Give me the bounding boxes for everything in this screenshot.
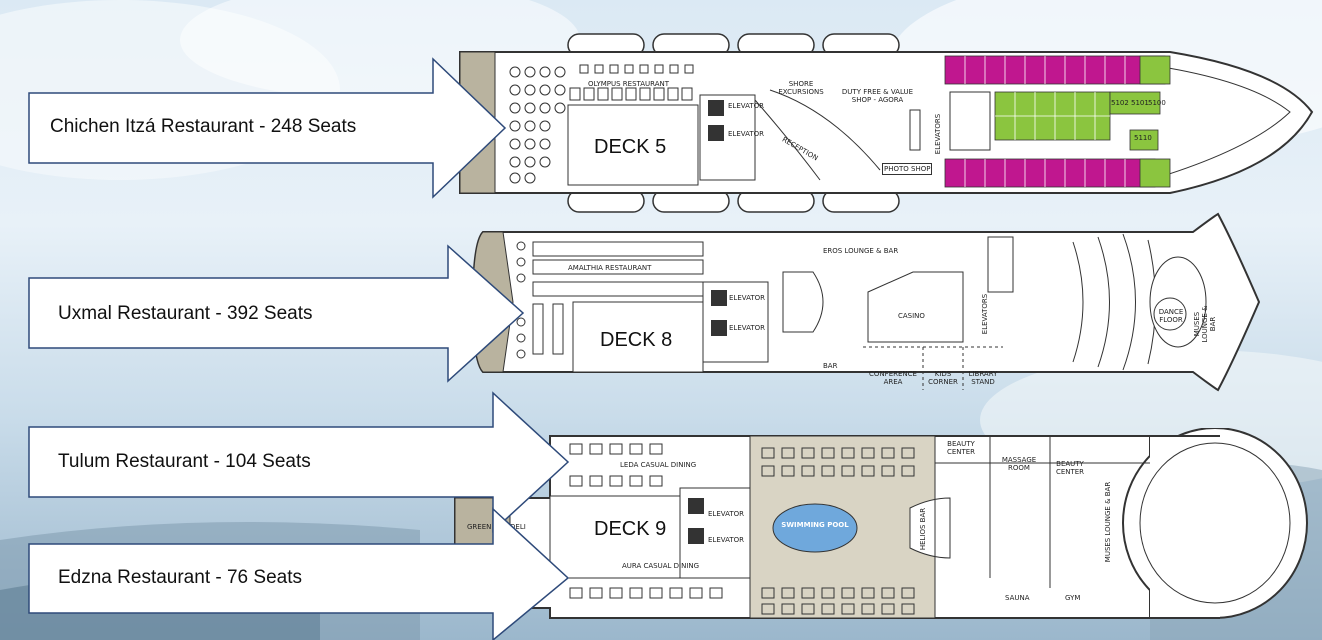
edzna-label: Edzna Restaurant - 76 Seats	[58, 567, 302, 588]
olympus-restaurant-label: OLYMPUS RESTAURANT	[588, 80, 670, 88]
deck-9-drawing	[454, 428, 1308, 619]
arrow-shape	[28, 57, 507, 199]
deck-5-plan: DECK 5 OLYMPUS RESTAURANT ELEVATOR ELEVA…	[450, 30, 1320, 215]
deck-8-plan: DECK 8 AMALTHIA RESTAURANT ELEVATOR ELEV…	[473, 212, 1263, 397]
elevators-label-8: ELEVATORS	[981, 293, 990, 335]
dance-floor-label: DANCE FLOOR	[1158, 308, 1184, 324]
elevators-label: ELEVATORS	[934, 113, 943, 155]
amalthia-restaurant-label: AMALTHIA RESTAURANT	[568, 264, 652, 272]
tulum-label: Tulum Restaurant - 104 Seats	[58, 451, 311, 472]
deck-5-label: DECK 5	[588, 134, 673, 161]
duty-free-label: DUTY FREE & VALUE SHOP - AGORA	[841, 88, 914, 104]
elevator-label-5: ELEVATOR	[708, 510, 744, 518]
cabin-5100: 5100	[1148, 99, 1166, 107]
elevator-label-1: ELEVATOR	[728, 102, 764, 110]
cabin-5102: 5102	[1111, 99, 1129, 107]
cabin-5110: 5110	[1134, 134, 1152, 142]
beauty-center-label-2: BEAUTY CENTER	[1055, 460, 1085, 476]
arrow-shape	[28, 507, 570, 640]
deck-9-label: DECK 9	[588, 516, 673, 543]
elevator-label-4: ELEVATOR	[729, 324, 765, 332]
elevator-label-2: ELEVATOR	[728, 130, 764, 138]
uxmal-label: Uxmal Restaurant - 392 Seats	[58, 303, 313, 324]
deck-9-plan: DECK 9 LEDA CASUAL DINING AURA CASUAL DI…	[450, 428, 1310, 628]
deck-5-drawing	[459, 33, 1314, 213]
library-stand-label: LIBRARY STAND	[968, 370, 998, 386]
casino-label: CASINO	[898, 312, 925, 320]
beauty-center-label-1: BEAUTY CENTER	[946, 440, 976, 456]
arrow-chichen-itza: Chichen Itzá Restaurant - 248 Seats	[28, 57, 508, 199]
swimming-pool-label: SWIMMING POOL	[781, 521, 849, 529]
deck-8-label: DECK 8	[594, 327, 679, 354]
eros-lounge-label: EROS LOUNGE & BAR	[823, 247, 899, 255]
chichen-itza-label: Chichen Itzá Restaurant - 248 Seats	[50, 116, 357, 137]
aura-casual-dining-label: AURA CASUAL DINING	[622, 562, 700, 570]
arrow-edzna: Edzna Restaurant - 76 Seats	[28, 507, 573, 640]
photo-shop-label: PHOTO SHOP	[882, 163, 933, 175]
helios-bar-label: HELIOS BAR	[919, 507, 928, 551]
conference-area-label: CONFERENCE AREA	[869, 370, 917, 386]
arrow-uxmal: Uxmal Restaurant - 392 Seats	[28, 244, 528, 385]
massage-room-label: MASSAGE ROOM	[1001, 456, 1037, 472]
kids-corner-label: KIDS CORNER	[928, 370, 958, 386]
bar-label: BAR	[823, 362, 838, 370]
cabin-5101: 5101	[1131, 99, 1149, 107]
muses-lounge-label: MUSES LOUNGE & BAR	[1193, 305, 1217, 343]
arrow-tulum: Tulum Restaurant - 104 Seats	[28, 391, 573, 533]
shore-excursions-label: SHORE EXCURSIONS	[778, 80, 824, 96]
arrow-shape	[28, 244, 525, 383]
elevator-label-6: ELEVATOR	[708, 536, 744, 544]
deli-label: DELI	[510, 523, 526, 531]
leda-casual-dining-label: LEDA CASUAL DINING	[620, 461, 697, 469]
gym-label: GYM	[1065, 594, 1081, 602]
muses-lounge-label-9: MUSES LOUNGE & BAR	[1104, 481, 1113, 563]
arrow-shape	[28, 391, 570, 533]
elevator-label-3: ELEVATOR	[729, 294, 765, 302]
sauna-label: SAUNA	[1005, 594, 1030, 602]
green-label: GREEN	[467, 523, 492, 531]
